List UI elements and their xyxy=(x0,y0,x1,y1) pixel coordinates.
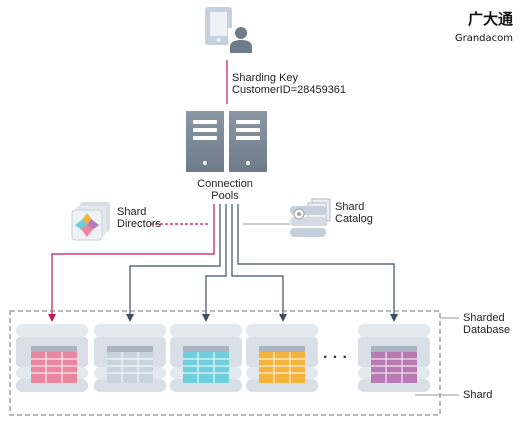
shard-directors-line2: Directors xyxy=(117,218,162,230)
connection-pools-label: Connection Pools xyxy=(185,178,265,202)
client-device-icon xyxy=(205,7,232,45)
sharded-db-line1: Sharded xyxy=(463,312,505,324)
table-icon xyxy=(259,346,305,383)
shard-4 xyxy=(246,324,318,392)
shard-1 xyxy=(16,324,88,392)
route-to-shard-1 xyxy=(48,204,215,322)
route-to-shard-3 xyxy=(202,204,227,322)
shard-catalog-line1: Shard xyxy=(335,201,365,213)
more-shards-ellipsis: · · · xyxy=(323,349,348,366)
sharded-database-label: Sharded Database xyxy=(463,312,510,336)
connection-pool-server-right xyxy=(229,111,267,172)
shard-label: Shard xyxy=(463,389,493,401)
sharded-database-boundary xyxy=(9,310,441,416)
table-icon xyxy=(107,346,153,383)
connection-pools-line2: Pools xyxy=(211,190,239,202)
brand-name-english: Grandacom xyxy=(454,33,513,44)
shard-2 xyxy=(94,324,166,392)
shard-catalog-icon xyxy=(290,198,331,237)
shard-directors-icon xyxy=(71,202,110,241)
route-to-shard-2 xyxy=(126,204,221,322)
connection-pools-line1: Connection xyxy=(197,178,253,190)
shard-catalog-line2: Catalog xyxy=(335,213,373,225)
shard-directors-line1: Shard xyxy=(117,206,147,218)
shard-3 xyxy=(170,324,242,392)
sharding-key-value: CustomerID=28459361 xyxy=(232,84,347,96)
table-icon xyxy=(183,346,229,383)
shard-directors-label: Shard Directors xyxy=(117,206,161,230)
sharded-db-line2: Database xyxy=(463,324,511,336)
route-to-shard-5 xyxy=(237,204,398,322)
connection-pool-server-left xyxy=(186,111,224,172)
user-avatar-icon xyxy=(228,27,254,53)
route-to-shard-4 xyxy=(231,204,287,322)
sharding-key-title: Sharding Key xyxy=(232,72,299,84)
shard-catalog-label: Shard Catalog xyxy=(335,201,373,225)
table-icon xyxy=(371,346,417,383)
sharding-key-label: Sharding Key CustomerID=28459361 xyxy=(232,72,346,96)
table-icon xyxy=(31,346,77,383)
shard-5 xyxy=(358,324,430,392)
brand-name-chinese: 广大通 xyxy=(467,10,513,28)
